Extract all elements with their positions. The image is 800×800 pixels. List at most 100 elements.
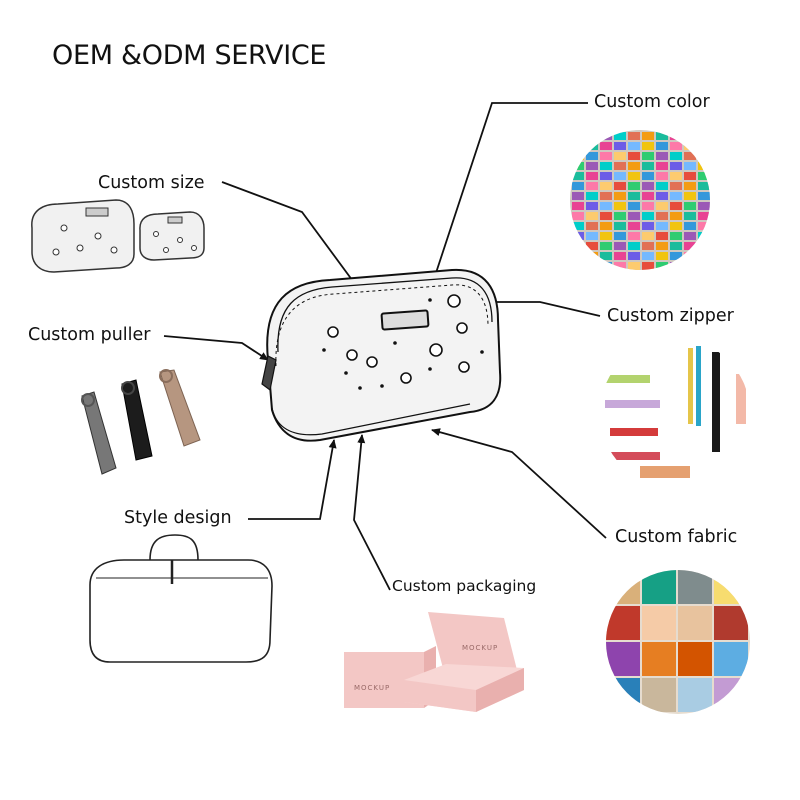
fabric-tile: [606, 678, 640, 712]
color-swatch: [628, 212, 640, 220]
style-design-illustration: [89, 534, 273, 663]
color-swatch: [586, 192, 598, 200]
color-swatch: [600, 162, 612, 170]
color-swatch: [572, 162, 584, 170]
color-swatch: [684, 202, 696, 210]
fabric-tile: [678, 642, 712, 676]
color-swatch: [586, 132, 598, 140]
color-swatch: [586, 212, 598, 220]
color-swatch: [698, 252, 710, 260]
color-swatch: [642, 142, 654, 150]
color-swatch: [642, 242, 654, 250]
zipper-sample-circle: [600, 338, 750, 488]
color-swatch: [614, 142, 626, 150]
connector-size: [221, 181, 359, 289]
color-swatch: [684, 232, 696, 240]
color-swatch: [642, 222, 654, 230]
color-swatch: [628, 142, 640, 150]
color-swatch: [614, 262, 626, 270]
color-swatch: [698, 212, 710, 220]
color-swatch: [684, 142, 696, 150]
connector-packaging: [353, 434, 391, 591]
color-swatch: [586, 142, 598, 150]
connector-style: [248, 439, 337, 520]
color-swatch: [670, 132, 682, 140]
color-swatch: [698, 232, 710, 240]
fabric-tile: [678, 570, 712, 604]
color-swatch: [684, 242, 696, 250]
color-swatch: [628, 262, 640, 270]
color-swatch: [698, 182, 710, 190]
color-swatch: [670, 262, 682, 270]
color-swatch: [572, 172, 584, 180]
color-swatch: [614, 192, 626, 200]
color-swatch: [572, 192, 584, 200]
color-swatch: [642, 172, 654, 180]
color-swatch: [600, 142, 612, 150]
color-swatch: [642, 212, 654, 220]
color-swatch: [614, 132, 626, 140]
color-swatch: [572, 142, 584, 150]
color-swatch: [670, 212, 682, 220]
color-swatch: [642, 252, 654, 260]
color-swatch: [656, 262, 668, 270]
fabric-tile: [714, 606, 748, 640]
color-swatch: [656, 182, 668, 190]
color-swatch: [670, 202, 682, 210]
fabric-tile: [678, 678, 712, 712]
color-swatch: [600, 182, 612, 190]
color-swatch: [642, 162, 654, 170]
connector-color: [430, 102, 588, 286]
color-swatch: [572, 212, 584, 220]
puller-illustration: [81, 369, 201, 475]
color-swatch: [698, 262, 710, 270]
color-swatch: [642, 132, 654, 140]
color-swatch: [628, 152, 640, 160]
label-custom-zipper: Custom zipper: [607, 306, 734, 326]
color-swatch: [572, 182, 584, 190]
fabric-tile: [714, 570, 748, 604]
color-swatch: [586, 232, 598, 240]
color-swatch: [600, 252, 612, 260]
label-custom-color: Custom color: [594, 92, 710, 112]
fabric-tile: [606, 606, 640, 640]
connector-fabric: [431, 428, 607, 539]
box-label-lid: MOCKUP: [462, 644, 498, 652]
fabric-tile: [714, 678, 748, 712]
color-swatch: [642, 202, 654, 210]
color-swatch: [656, 202, 668, 210]
color-swatch: [670, 222, 682, 230]
color-swatch: [656, 252, 668, 260]
color-swatch: [600, 172, 612, 180]
color-swatch: [684, 162, 696, 170]
color-swatch: [628, 182, 640, 190]
color-swatch: [600, 242, 612, 250]
color-swatch: [698, 172, 710, 180]
fabric-tile: [714, 642, 748, 676]
box-label-front: MOCKUP: [354, 684, 390, 692]
color-swatch: [628, 172, 640, 180]
color-swatch: [670, 232, 682, 240]
color-swatch: [586, 242, 598, 250]
color-swatch: [656, 132, 668, 140]
color-swatch: [614, 212, 626, 220]
color-swatch: [586, 172, 598, 180]
color-swatch: [572, 132, 584, 140]
color-swatch: [628, 162, 640, 170]
connector-puller: [163, 335, 269, 361]
color-swatch: [656, 152, 668, 160]
color-swatch: [586, 202, 598, 210]
color-swatch: [572, 152, 584, 160]
color-swatch: [586, 222, 598, 230]
color-swatch: [600, 222, 612, 230]
color-swatch: [656, 192, 668, 200]
color-swatch: [600, 152, 612, 160]
color-swatch: [642, 192, 654, 200]
color-swatch: [614, 202, 626, 210]
color-swatch: [572, 252, 584, 260]
color-swatch: [656, 242, 668, 250]
color-swatch: [670, 252, 682, 260]
fabric-tile: [678, 606, 712, 640]
color-swatch: [572, 242, 584, 250]
